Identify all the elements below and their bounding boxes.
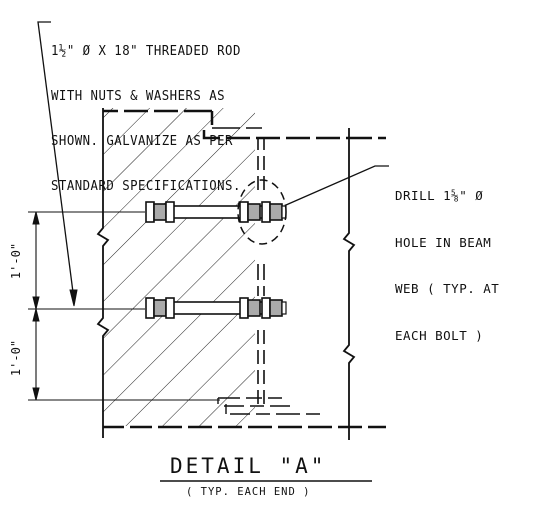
concrete-top-step: [202, 111, 386, 140]
rod-note-leader: [37, 21, 75, 301]
rod-note-line-2: WITH NUTS & WASHERS AS: [51, 89, 226, 104]
rod-note: 1½" Ø X 18" THREADED ROD WITH NUTS & WAS…: [51, 14, 241, 209]
detail-subtitle: ( TYP. EACH END ): [186, 486, 311, 498]
upper-bolt: [145, 201, 287, 223]
drill-note-leader: [285, 165, 389, 206]
detail-title: DETAIL "A": [170, 454, 327, 478]
lower-dimension-label: 1'-0": [9, 339, 23, 377]
concrete-hatch: [103, 108, 255, 426]
rod-note-line-4: STANDARD SPECIFICATIONS.: [51, 179, 241, 194]
rod-note-line-3: SHOWN. GALVANIZE AS PER: [51, 134, 233, 149]
left-break-line: [96, 108, 110, 438]
rod-note-line-1: 1½" Ø X 18" THREADED ROD: [51, 44, 241, 59]
dimension-arrows: [32, 211, 40, 401]
drill-hole-callout-circle: [237, 179, 287, 245]
rod-note-arrow: [69, 289, 78, 307]
upper-dimension-label: 1'-0": [9, 242, 23, 280]
drill-note-line-1: DRILL 1⅝" Ø: [395, 188, 484, 203]
bottom-flange: [218, 397, 320, 415]
drill-note-line-3: WEB ( TYP. AT: [395, 281, 500, 296]
dimension-extension-lines: [28, 211, 220, 401]
drill-note-line-2: HOLE IN BEAM: [395, 234, 492, 250]
lower-bolt: [145, 297, 287, 319]
drill-note-line-4: EACH BOLT ): [395, 327, 484, 343]
right-break-line: [342, 128, 356, 440]
bottom-flange-edge: [217, 398, 227, 414]
drill-note: DRILL 1⅝" Ø HOLE IN BEAM WEB ( TYP. AT E…: [395, 157, 499, 359]
